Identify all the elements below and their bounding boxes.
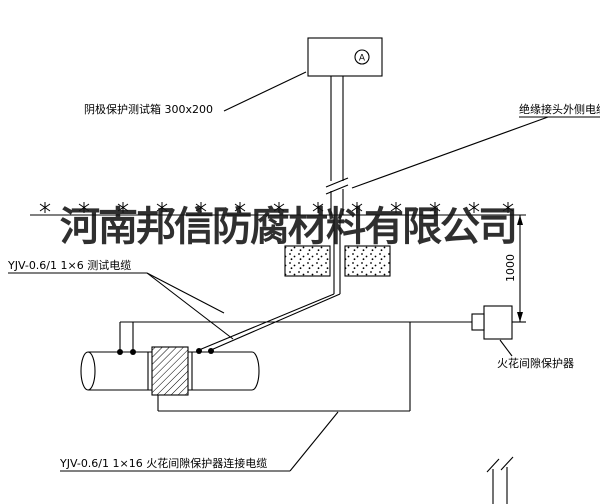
ground-symbol-icon — [39, 201, 51, 214]
insulation-cable-label: 绝缘接头外侧电缆 — [519, 103, 600, 116]
foundation-block — [344, 245, 391, 277]
foundation-blocks — [284, 245, 391, 277]
dimension-value: 1000 — [504, 254, 517, 282]
ground-symbol-icon — [78, 201, 90, 214]
spark-protector-label: 火花间隙保护器 — [497, 357, 574, 370]
spark-gap-wiring — [119, 321, 526, 412]
connection-dot — [196, 348, 202, 354]
test-post — [325, 76, 349, 215]
spark-gap-protector-terminal — [471, 313, 485, 331]
spark-cable-leader — [289, 411, 339, 472]
ground-symbol-icon — [351, 201, 363, 214]
ground-symbol-icon — [117, 201, 129, 214]
ground-symbol-icon — [468, 201, 480, 214]
test-cable-leader — [146, 272, 225, 314]
ground-line — [30, 201, 526, 216]
insulating-joint — [151, 346, 189, 396]
ground-symbol-icon — [156, 201, 168, 214]
test-box-leader — [223, 71, 307, 112]
spark-gap-protector — [471, 305, 513, 340]
leader-lines — [8, 71, 600, 472]
dimension-arrow-icon — [517, 312, 523, 322]
test-cable-leader — [146, 272, 234, 340]
pipe-break-symbol — [486, 456, 514, 504]
pipe-end — [80, 351, 96, 391]
test-cable-label: YJV-0.6/1 1×6 测试电缆 — [8, 259, 132, 272]
ground-symbol-icon — [312, 201, 324, 214]
pipe-end — [251, 351, 260, 391]
ground-symbol-icon — [390, 201, 402, 214]
connection-dot — [208, 348, 214, 354]
test-box: A — [307, 37, 383, 77]
foundation-block — [284, 245, 331, 277]
ground-symbol-icon — [234, 201, 246, 214]
terminal-a-label: A — [359, 54, 366, 64]
terminal-symbol-icon — [354, 49, 370, 65]
test-box-label: 阴极保护测试箱 300x200 — [84, 103, 213, 116]
ground-symbol-icon — [273, 201, 285, 214]
pipeline — [80, 346, 260, 396]
test-box-outline — [307, 37, 383, 77]
spark-protector-leader — [499, 339, 513, 357]
insulation-cable-leader — [351, 116, 549, 189]
ground-symbol-icon — [429, 201, 441, 214]
spark-gap-protector-body — [483, 305, 513, 340]
break-symbol-icon — [325, 177, 349, 188]
dimension-arrow-icon — [517, 215, 523, 225]
break-symbol-icon — [325, 184, 349, 195]
dimension-1000: 1000 — [504, 215, 523, 322]
ground-symbol-icon — [195, 201, 207, 214]
ground-symbol-icon — [502, 201, 514, 214]
spark-cable-label: YJV-0.6/1 1×16 火花间隙保护器连接电缆 — [60, 457, 268, 470]
